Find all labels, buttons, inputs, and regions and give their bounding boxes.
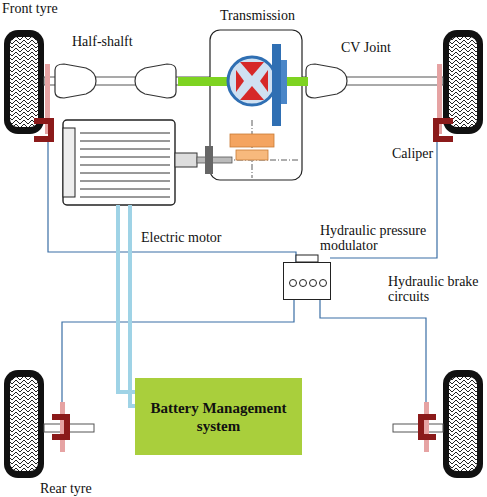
modulator-cap (296, 255, 318, 262)
node-label: Battery Management system (135, 399, 302, 435)
motor-node: Electric motor (63, 120, 175, 205)
tyre (443, 370, 483, 478)
port (309, 279, 317, 287)
port (289, 279, 297, 287)
port (299, 279, 307, 287)
motor-body (63, 120, 232, 205)
part-label: CV Joint (341, 40, 391, 55)
differential (228, 44, 287, 126)
reduction-gear (215, 120, 300, 178)
part-label: Hydraulic brake circuits (388, 274, 480, 304)
pressure-modulator: Hydraulic pressure modulator (283, 262, 331, 300)
power-cable (130, 205, 135, 406)
caliper (433, 64, 453, 142)
caliper (34, 64, 54, 142)
power-cable (118, 205, 135, 392)
tyre (4, 370, 44, 478)
part-label: Caliper (392, 146, 433, 161)
cv-joint (55, 64, 347, 98)
node-label: Electric motor (141, 230, 221, 246)
caliper (52, 402, 70, 452)
port (319, 279, 327, 287)
part-label: Front tyre (2, 1, 58, 16)
caliper (418, 402, 436, 452)
battery-management-box: Battery Management system (135, 378, 302, 455)
node-label: Hydraulic pressure modulator (320, 223, 438, 253)
brake-line (48, 142, 437, 402)
part-label: Transmission (220, 8, 295, 23)
part-label: Half-shalft (72, 34, 133, 49)
part-label: Rear tyre (40, 481, 92, 496)
